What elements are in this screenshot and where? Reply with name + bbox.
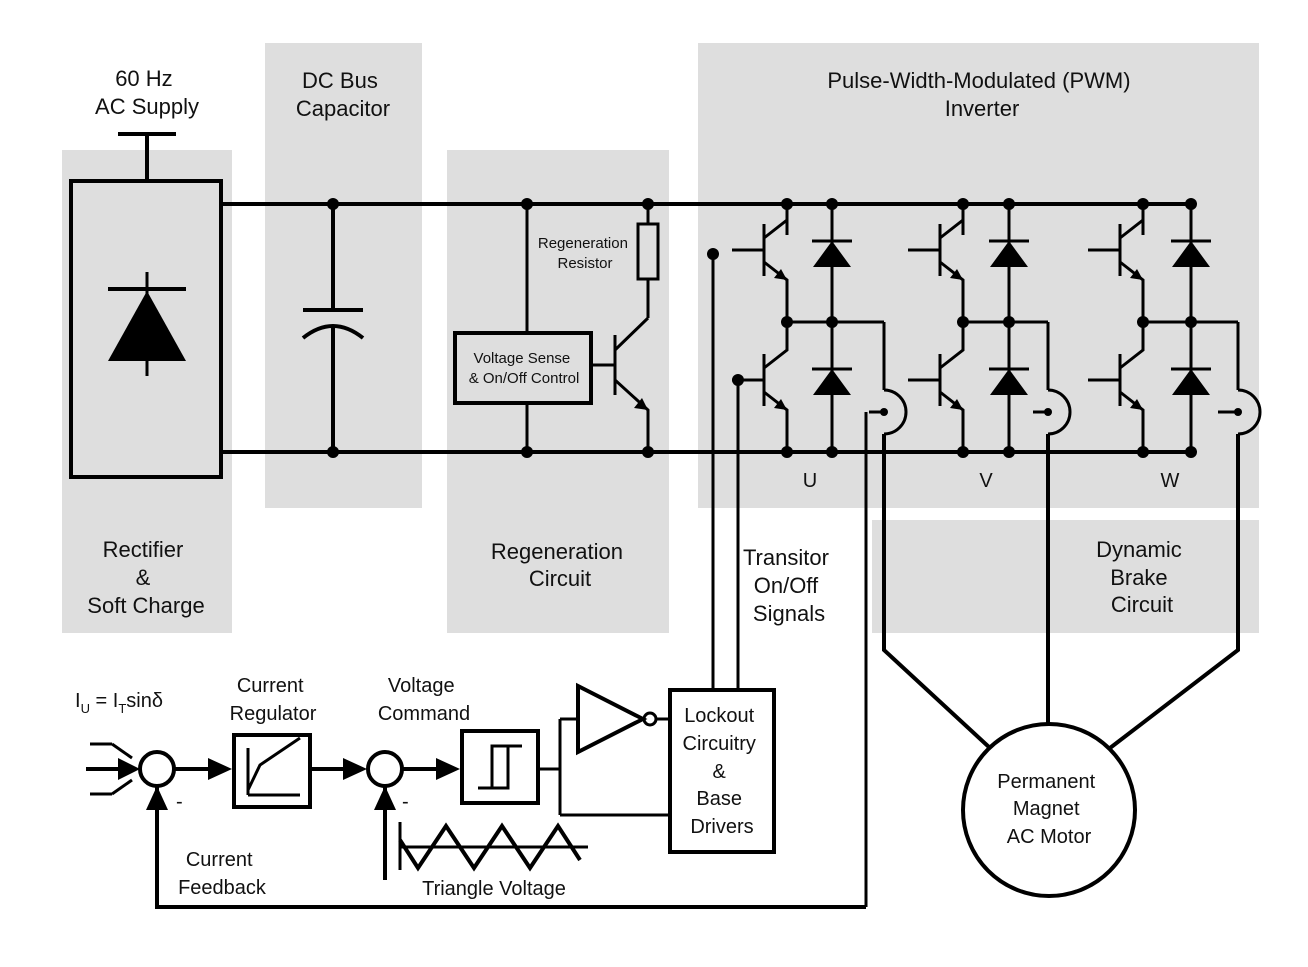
dc-bus-panel [265,43,422,508]
rectifier-panel [62,150,232,633]
phase-u-label: U [803,470,817,492]
arrow-icon [436,758,460,780]
dc-bus-label: DC Bus Capacitor [296,68,390,121]
rectifier-label: Rectifier & Soft Charge [87,537,204,618]
motor-circle [961,722,1137,898]
pwm-inverter-panel [698,43,1259,508]
inverter-gate-icon [576,682,670,756]
current-regulator-label: Current Regulator [230,675,317,725]
rectifier-box [69,179,223,479]
rectifier-diode-icon [108,272,186,376]
current-feedback-label: Current Feedback [178,849,267,899]
summing-junction-2 [366,750,404,788]
current-sensor-v-icon [1033,388,1072,436]
current-feedback-wire [155,786,866,909]
current-formula: IU = ITsinδ [75,690,163,716]
input-arrows-icon [86,742,140,796]
voltage-sense-box [453,331,593,405]
voltage-sense-label: Voltage Sense & On/Off Control [469,350,580,387]
lockout-box [668,688,776,854]
phase-v-label: V [979,470,993,492]
junction-dots [327,198,1197,458]
current-sensor-u-icon [864,388,908,907]
summing-junction-1 [138,750,176,788]
regen-panel [447,150,669,633]
arrow-icon [374,786,396,810]
comparator-box [460,729,540,805]
pwm-inverter-label: Pulse-Width-Modulated (PWM) Inverter [827,68,1136,121]
capacitor-icon [301,204,365,452]
arrow-icon [146,786,168,810]
arrow-icon [208,758,232,780]
regen-resistor-label: Regeneration Resistor [538,235,632,272]
phase-u-wire [882,434,992,750]
arrow-icon [343,758,367,780]
regulator-curve-icon [246,736,301,791]
current-sensor-w-icon [1218,388,1262,436]
regen-transistor-icon [591,316,650,452]
triangle-wave-icon [398,822,588,872]
hysteresis-icon [478,744,516,790]
dynamic-brake-panel [872,520,1259,633]
dynamic-brake-label: Dynamic Brake Circuit [1096,537,1188,617]
triangle-voltage-label: Triangle Voltage [422,878,566,900]
lockout-label: Lockout Circuitry & Base Drivers [683,705,762,838]
sum1-minus-label: - [176,791,183,813]
phase-w-label: W [1161,470,1180,492]
voltage-command-label: Voltage Command [378,675,470,725]
motor-label: Permanent Magnet AC Motor [997,771,1100,848]
sum2-minus-label: - [402,791,409,813]
ac-supply-label: 60 Hz AC Supply [95,66,199,119]
regen-circuit-label: Regeneration Circuit [491,539,629,591]
transistor-signals-label: Transitor On/Off Signals [743,545,835,626]
phase-w-wire [1108,434,1240,750]
